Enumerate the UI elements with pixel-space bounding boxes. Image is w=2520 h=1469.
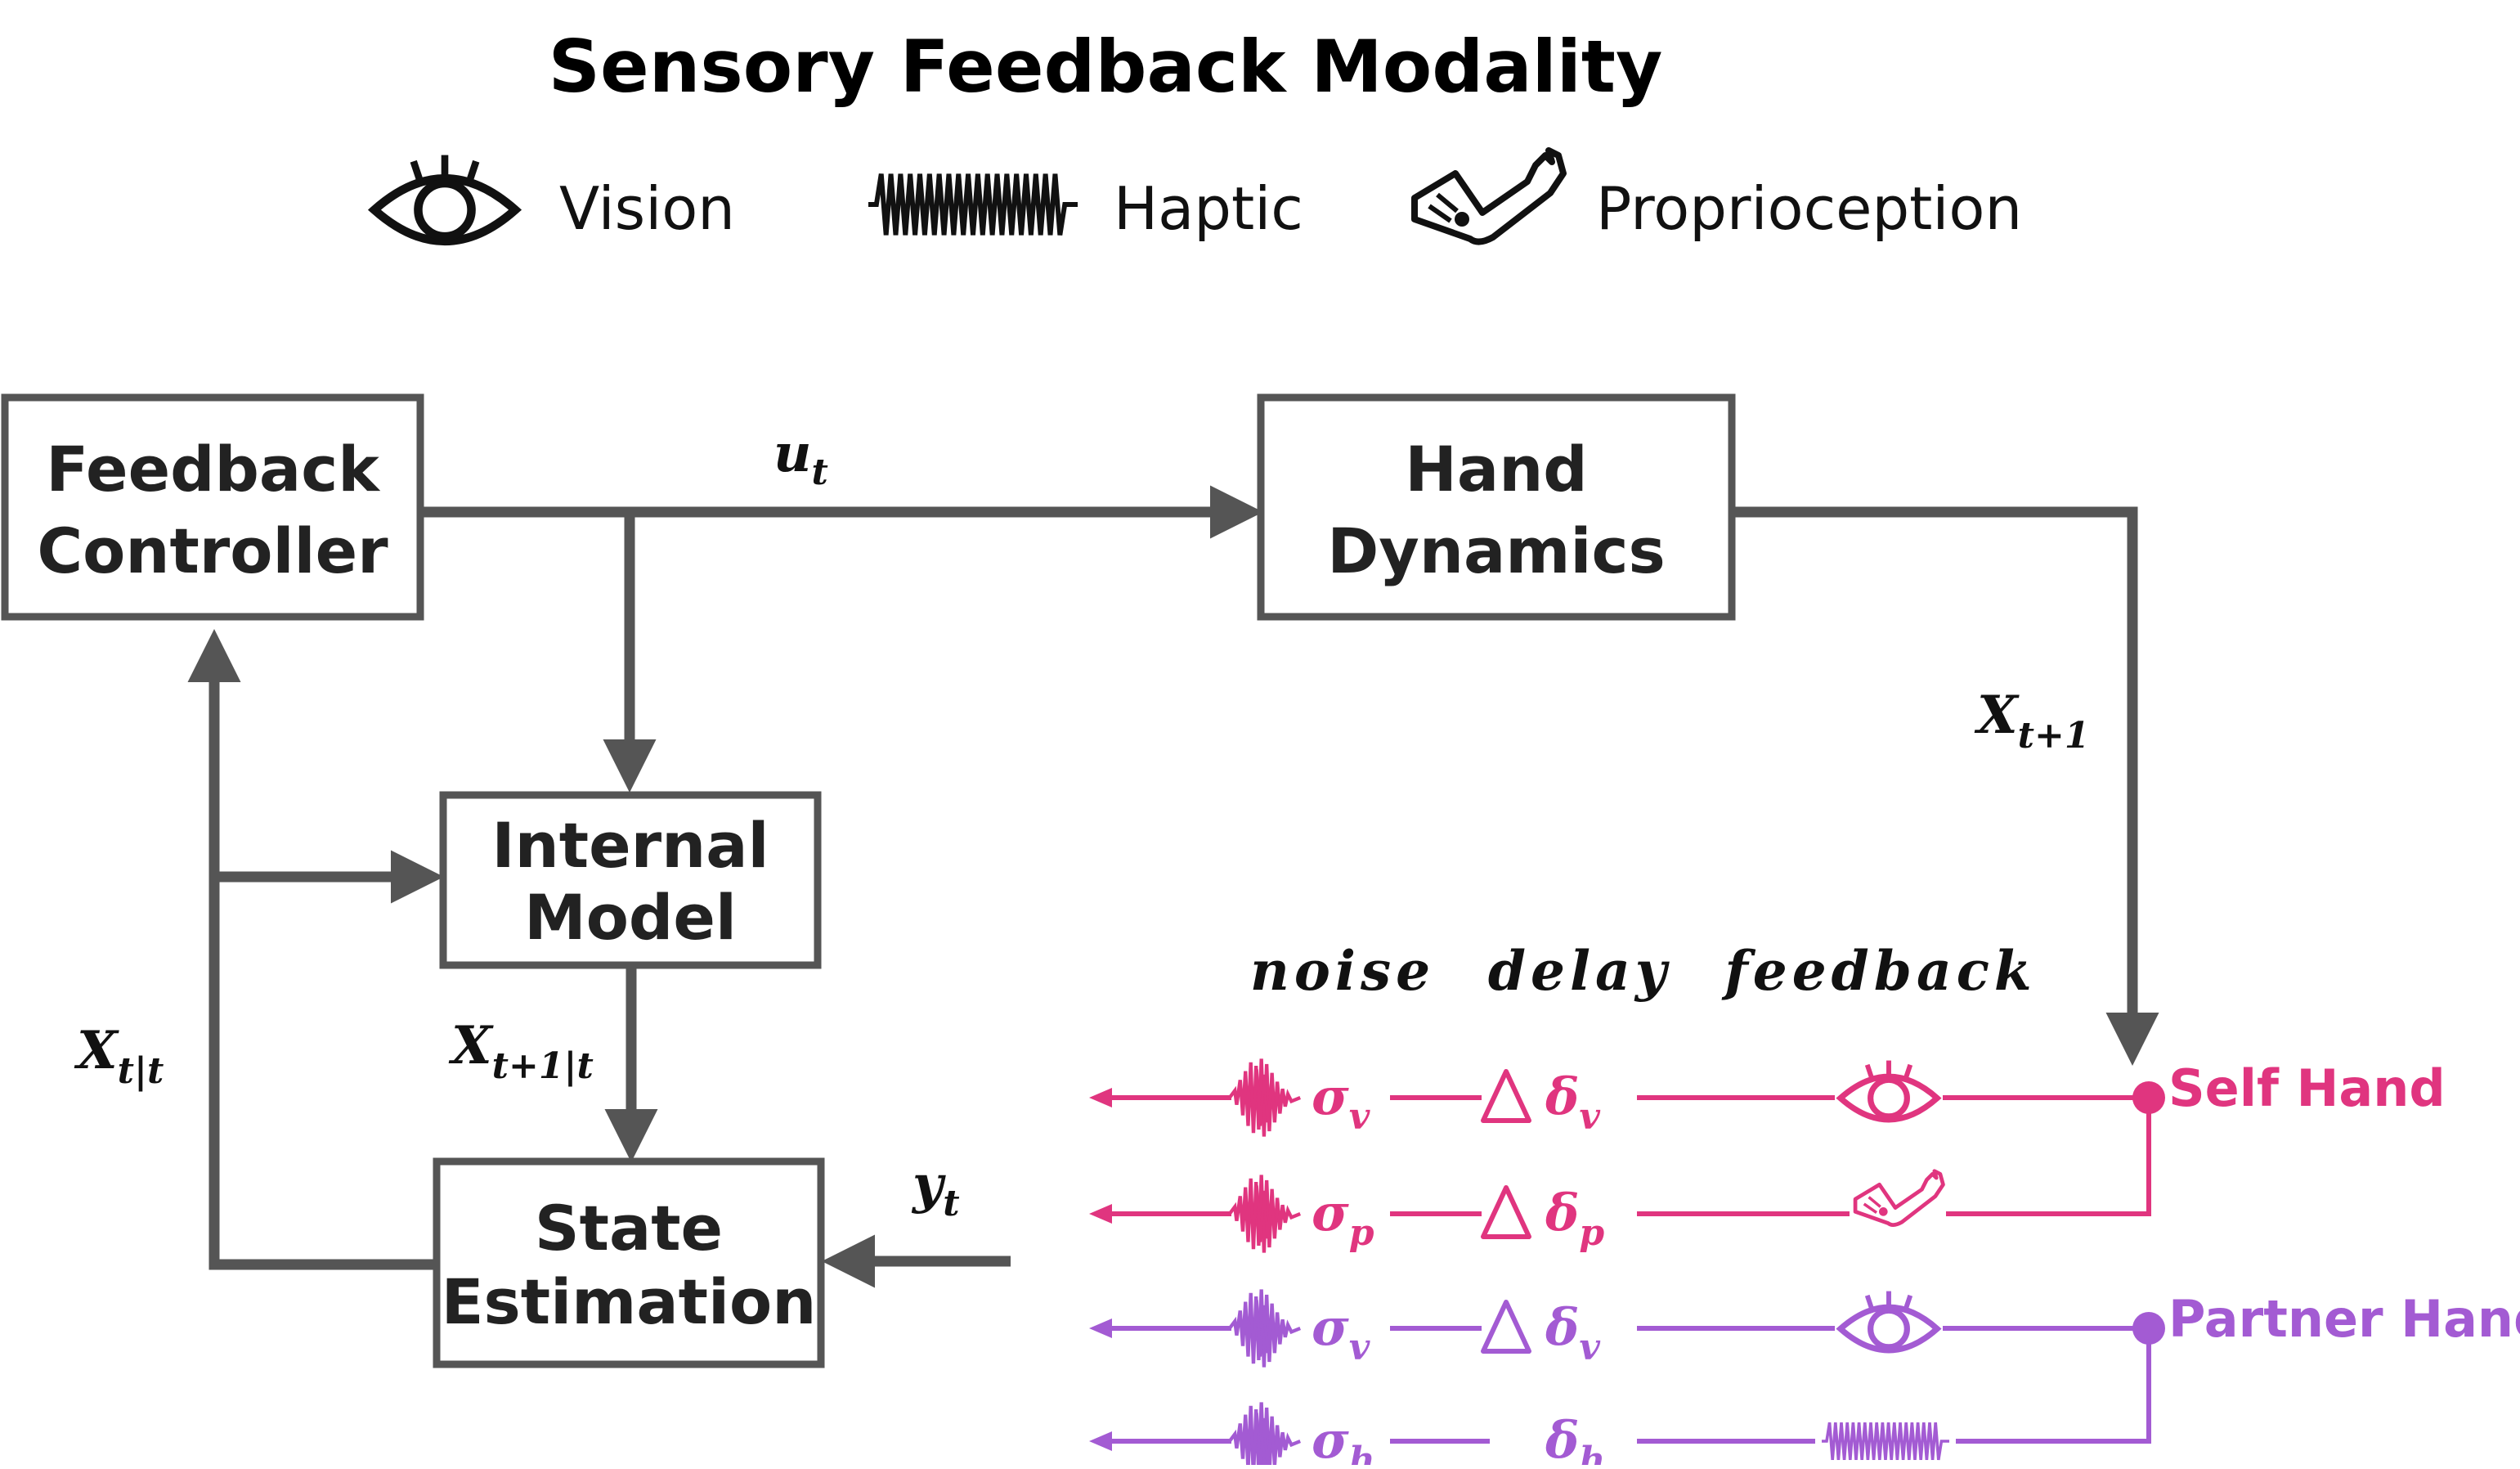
partner-junction-dot	[2132, 1312, 2165, 1345]
internal-model-label-1: Internal	[491, 809, 769, 882]
flow-lines	[187, 485, 2159, 1288]
wave-icon	[1820, 1421, 1951, 1462]
header-noise: noise	[1250, 939, 1435, 1003]
delay-symbol: δv	[1545, 1067, 1600, 1138]
legend-item-vision: Vision	[374, 155, 735, 243]
feedback-controller-box	[1, 393, 424, 621]
var-x-t1t: Xt+1|t	[448, 1015, 594, 1087]
internal-model-box	[439, 791, 822, 969]
channel-row: σp δp	[1089, 1171, 2149, 1254]
channel-row: σv δv	[1089, 1289, 2149, 1368]
state-estimation-box	[433, 1157, 825, 1368]
var-x-tt: Xt|t	[74, 1020, 164, 1092]
self-hand-label: Self Hand	[2168, 1058, 2446, 1118]
block-hand-dynamics: Hand Dynamics	[1257, 393, 1736, 621]
legend-label-haptic: Haptic	[1114, 174, 1303, 243]
delay-symbol: δv	[1545, 1297, 1600, 1368]
delay-block-icon	[1481, 1300, 1531, 1354]
var-u-t: ut	[773, 423, 828, 493]
column-headers: noise delay feedback	[1250, 939, 2036, 1003]
wave-icon	[868, 174, 1078, 236]
channel-row: σv δv	[1089, 1058, 2149, 1138]
feedback-controller-label-2: Controller	[37, 514, 388, 587]
channel-output-arrowhead	[1089, 1431, 1112, 1451]
noise-symbol: σv	[1312, 1297, 1370, 1368]
hand-dynamics-box	[1257, 393, 1736, 621]
legend-label-proprioception: Proprioception	[1596, 174, 2022, 243]
block-feedback-controller: Feedback Controller	[1, 393, 424, 621]
eye-icon	[1841, 1061, 1937, 1120]
state-estimation-label-2: Estimation	[442, 1265, 817, 1338]
noise-burst-icon	[1230, 1402, 1300, 1465]
noise-symbol: σp	[1312, 1183, 1374, 1254]
channel-output-arrowhead	[1089, 1204, 1112, 1224]
delay-block-icon	[1481, 1069, 1531, 1123]
variable-labels: ut Xt+1 Xt|t Xt+1|t yt	[74, 423, 2089, 1224]
arm-icon	[1415, 150, 1563, 242]
hand-dynamics-label-2: Dynamics	[1327, 514, 1666, 587]
state-estimation-label-1: State	[535, 1192, 723, 1265]
partner-hand-label: Partner Hand	[2168, 1289, 2520, 1349]
header-delay: delay	[1488, 939, 1671, 1003]
delay-symbol: δp	[1545, 1183, 1604, 1254]
noise-burst-icon	[1230, 1175, 1300, 1252]
channel-output-arrowhead	[1089, 1088, 1112, 1107]
arm-icon	[1855, 1171, 1943, 1225]
legend-item-proprioception: Proprioception	[1415, 150, 2022, 243]
diagram-title: Sensory Feedback Modality	[549, 25, 1663, 109]
noise-burst-icon	[1230, 1289, 1300, 1367]
channel-row: σh δh	[1089, 1402, 2149, 1469]
var-x-t1: Xt+1	[1974, 685, 2089, 757]
header-feedback: feedback	[1721, 939, 2036, 1003]
legend-label-vision: Vision	[559, 174, 735, 243]
arrow-dynamics-to-feedback	[1732, 506, 2159, 1066]
sensory-channels: σv δv σp δp σv δv σh δh	[1089, 1058, 2165, 1469]
delay-block-icon	[1481, 1185, 1531, 1239]
var-y-t: yt	[911, 1154, 960, 1224]
hand-dynamics-label-1: Hand	[1405, 433, 1587, 505]
feedback-controller-label-1: Feedback	[46, 433, 380, 505]
legend: Vision Haptic Proprioception	[374, 150, 2022, 243]
block-internal-model: Internal Model	[439, 791, 822, 969]
group-labels: Self Hand Partner Hand	[2168, 1058, 2520, 1349]
delay-symbol: δh	[1545, 1410, 1605, 1465]
arrow-estimation-to-controller	[187, 629, 437, 1270]
self-junction-dot	[2132, 1081, 2165, 1114]
noise-symbol: σh	[1312, 1410, 1375, 1465]
noise-symbol: σv	[1312, 1067, 1370, 1138]
channel-output-arrowhead	[1089, 1319, 1112, 1338]
noise-burst-icon	[1230, 1058, 1300, 1136]
block-state-estimation: State Estimation	[433, 1157, 825, 1368]
internal-model-label-2: Model	[524, 881, 737, 954]
eye-icon	[374, 155, 515, 241]
legend-item-haptic: Haptic	[868, 174, 1303, 243]
eye-icon	[1841, 1292, 1937, 1350]
